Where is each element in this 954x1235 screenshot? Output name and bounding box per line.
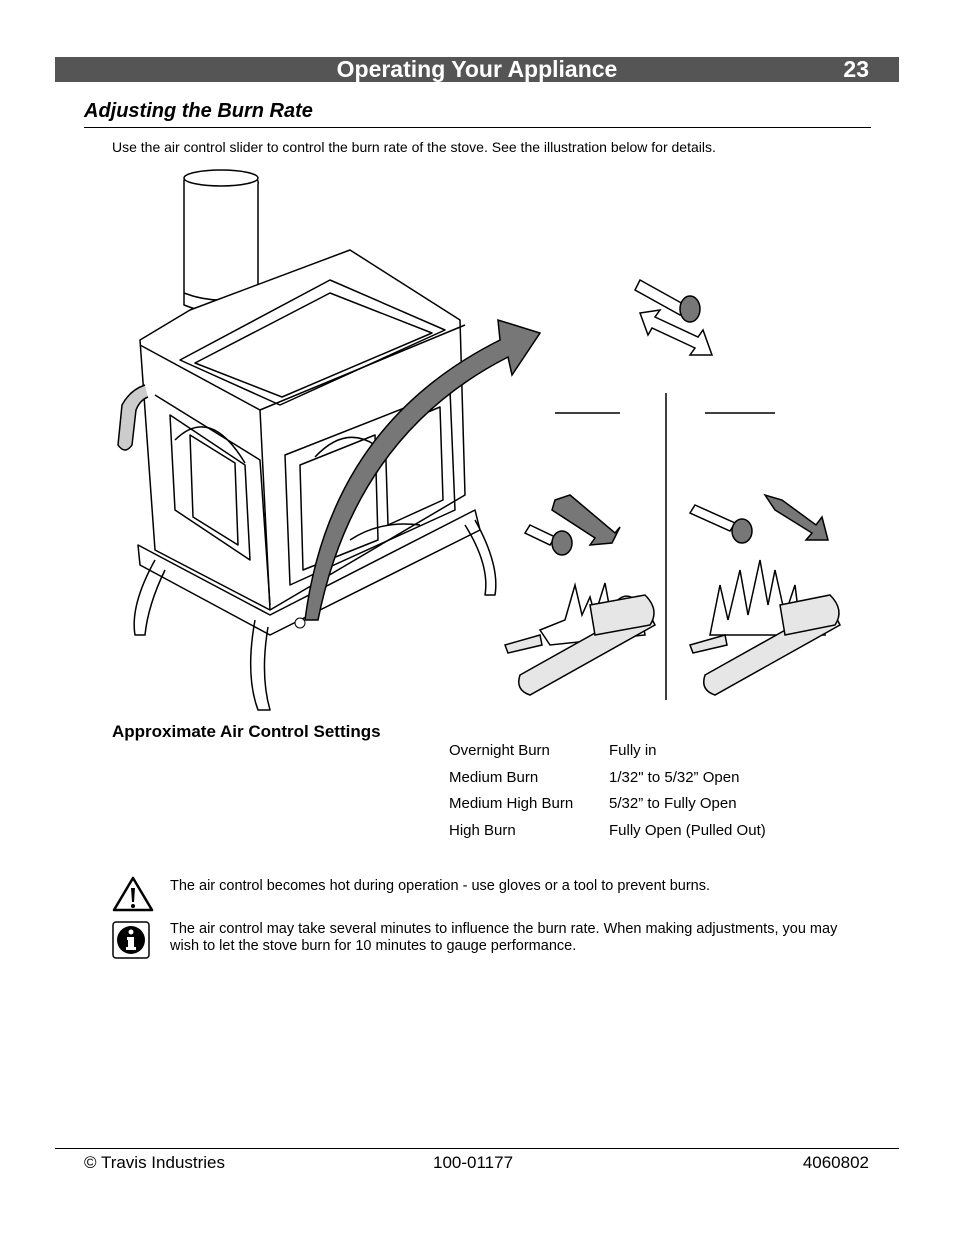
settings-row: High Burn Fully Open (Pulled Out) bbox=[449, 822, 766, 849]
setting-value: 1/32" to 5/32” Open bbox=[609, 768, 740, 786]
air-control-knob bbox=[634, 278, 701, 323]
setting-label: Medium High Burn bbox=[449, 795, 574, 812]
settings-table: Overnight Burn Fully in Medium Burn 1/32… bbox=[449, 742, 766, 848]
setting-value: Fully in bbox=[609, 742, 657, 759]
settings-heading: Approximate Air Control Settings bbox=[112, 722, 381, 741]
pointer-arrow bbox=[304, 318, 542, 621]
settings-row: Overnight Burn Fully in bbox=[449, 742, 766, 769]
warning-icon bbox=[112, 876, 154, 912]
intro-text: Use the air control slider to control th… bbox=[112, 139, 716, 155]
info-icon bbox=[112, 921, 150, 959]
setting-label: Medium Burn bbox=[449, 768, 539, 786]
settings-row: Medium High Burn 5/32” to Fully Open bbox=[449, 795, 766, 822]
footer-part-number: 100-01177 bbox=[433, 1153, 514, 1172]
section-divider bbox=[84, 127, 871, 128]
page-header: Operating Your Appliance 23 bbox=[55, 57, 899, 82]
settings-row: Medium Burn 1/32" to 5/32” Open bbox=[449, 769, 766, 796]
setting-value: Fully Open (Pulled Out) bbox=[609, 821, 766, 839]
setting-value: 5/32” to Fully Open bbox=[609, 795, 737, 812]
setting-label: Overnight Burn bbox=[449, 742, 550, 759]
setting-label: High Burn bbox=[449, 821, 516, 839]
section-title: Adjusting the Burn Rate bbox=[84, 100, 313, 122]
push-pull-arrow bbox=[638, 308, 714, 356]
stove-air-control-illustration bbox=[117, 169, 841, 711]
page-title: Operating Your Appliance bbox=[336, 56, 618, 82]
footer-divider bbox=[55, 1148, 899, 1149]
warning-text: The air control becomes hot during opera… bbox=[170, 878, 711, 894]
page-number: 23 bbox=[843, 56, 869, 82]
footer-copyright: © Travis Industries bbox=[84, 1153, 226, 1172]
fire-logs bbox=[504, 582, 656, 696]
info-text: The air control may take several minutes… bbox=[170, 921, 838, 954]
stove-drawing bbox=[117, 169, 497, 711]
footer-doc-number: 4060802 bbox=[802, 1153, 869, 1172]
